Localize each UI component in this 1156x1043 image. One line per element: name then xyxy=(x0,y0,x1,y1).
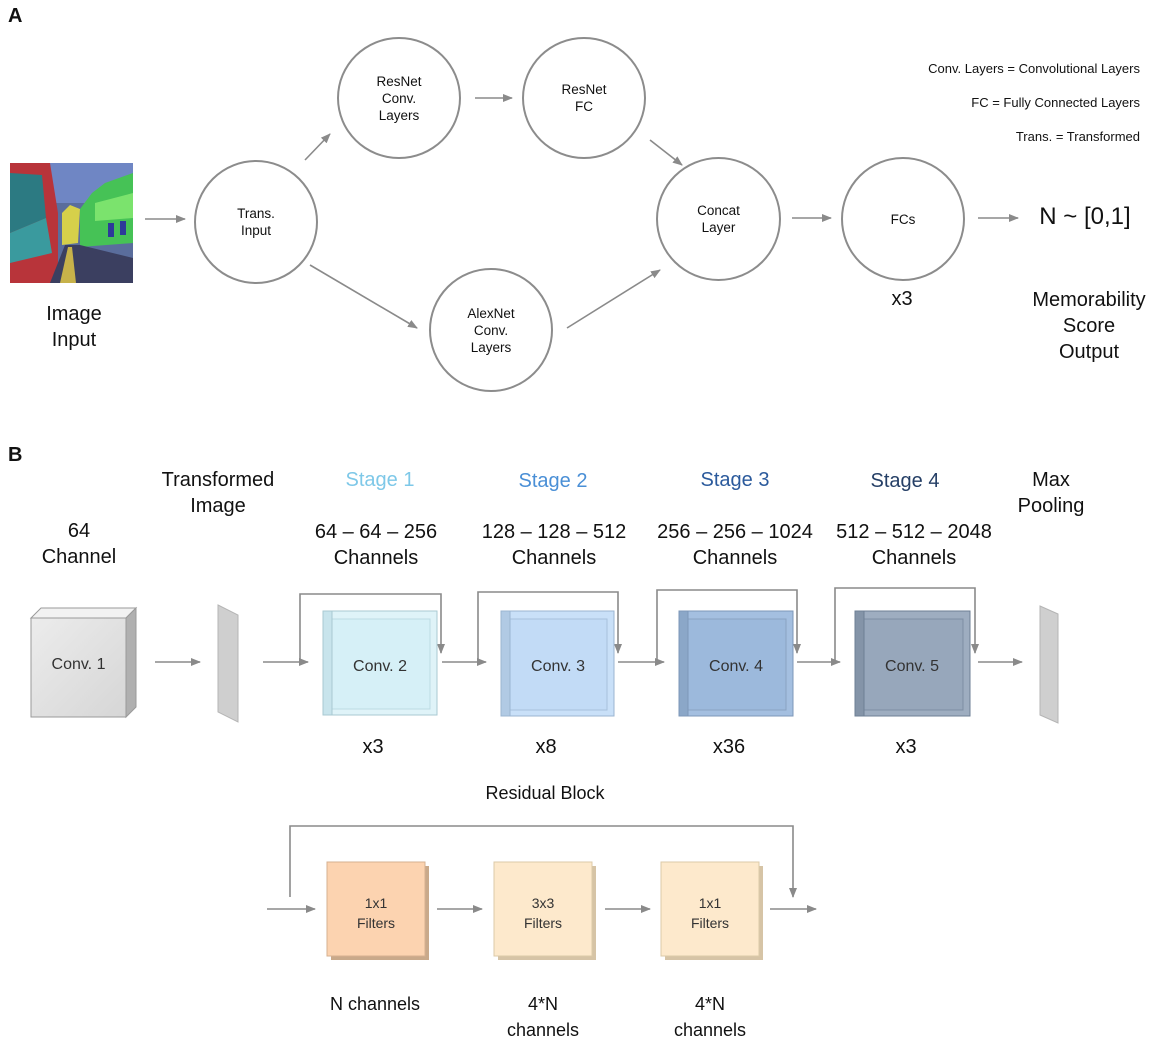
stage-1-title: Stage 1 xyxy=(345,469,415,491)
skip-connection-stage-1 xyxy=(299,593,445,662)
stage-4-channels: 512 – 512 – 2048 Channels xyxy=(836,521,992,569)
node-resnet-conv-layers: ResNet Conv. Layers xyxy=(337,37,461,159)
stage-2-repeat: x8 xyxy=(535,736,557,758)
channel-64-label: 64 Channel xyxy=(41,520,117,568)
filter-block-3 xyxy=(660,861,763,960)
arrow-trans-to-alexnet xyxy=(309,264,418,329)
stage-3-channels: 256 – 256 – 1024 Channels xyxy=(657,521,813,569)
skip-connection-stage-3 xyxy=(656,589,801,662)
arrow-resnet-fc-to-concat xyxy=(649,139,683,166)
stage-4-title: Stage 4 xyxy=(870,470,940,492)
filter-block-2 xyxy=(493,861,596,960)
conv3-block xyxy=(500,610,615,717)
abbreviation-legend: Conv. Layers = Convolutional Layers FC =… xyxy=(780,43,1140,162)
stage-2-channels: 128 – 128 – 512 Channels xyxy=(481,521,627,569)
stage-4-repeat: x3 xyxy=(895,736,917,758)
conv5-label: Conv. 5 xyxy=(885,658,939,675)
conv2-block xyxy=(322,610,438,716)
panel-a-label: A xyxy=(8,5,23,27)
legend-item: FC = Fully Connected Layers xyxy=(971,95,1140,110)
node-concat-layer: Concat Layer xyxy=(656,157,781,281)
stage-2-title: Stage 2 xyxy=(518,470,588,492)
stage-3-title: Stage 3 xyxy=(700,469,770,491)
conv1-block xyxy=(29,606,138,719)
fcs-repeat-label: x3 xyxy=(891,288,913,310)
legend-item: Conv. Layers = Convolutional Layers xyxy=(928,61,1140,76)
max-pooling-label: Max Pooling xyxy=(1017,469,1085,517)
filter-2-label: 3x3 Filters xyxy=(523,895,563,931)
legend-item: Trans. = Transformed xyxy=(1015,129,1140,144)
conv4-label: Conv. 4 xyxy=(709,658,763,675)
filter-1-channels: N channels xyxy=(329,994,421,1014)
filter-3-label: 1x1 Filters xyxy=(690,895,730,931)
arrow-alexnet-to-concat xyxy=(566,269,661,329)
output-value: N ~ [0,1] xyxy=(1039,203,1131,230)
memorability-output-label: Memorability Score Output xyxy=(1032,289,1146,363)
transformed-image-plane xyxy=(217,604,239,723)
skip-connection-stage-2 xyxy=(477,591,622,662)
stage-3-repeat: x36 xyxy=(712,736,746,758)
image-input-photo xyxy=(10,163,133,283)
skip-connection-stage-4 xyxy=(834,587,979,662)
stage-1-channels: 64 – 64 – 256 Channels xyxy=(314,521,438,569)
filter-2-channels: 4*N channels xyxy=(506,994,580,1040)
filter-3-channels: 4*N channels xyxy=(673,994,747,1040)
panel-b-label: B xyxy=(8,444,23,466)
node-trans-input: Trans. Input xyxy=(194,160,318,284)
node-alexnet-conv-layers: AlexNet Conv. Layers xyxy=(429,268,553,392)
transformed-image-label: Transformed Image xyxy=(161,469,275,517)
conv1-label: Conv. 1 xyxy=(51,656,106,673)
residual-block-title: Residual Block xyxy=(485,783,605,803)
node-fcs: FCs xyxy=(841,157,965,281)
node-resnet-fc: ResNet FC xyxy=(522,37,646,159)
conv2-label: Conv. 2 xyxy=(353,658,407,675)
residual-skip-connection xyxy=(289,825,797,898)
filter-1-label: 1x1 Filters xyxy=(356,895,396,931)
conv3-label: Conv. 3 xyxy=(531,658,585,675)
arrow-trans-to-resnet xyxy=(304,133,331,161)
conv4-block xyxy=(678,610,794,717)
conv5-block xyxy=(854,610,971,717)
max-pooling-plane xyxy=(1039,605,1059,724)
filter-block-1 xyxy=(326,861,429,960)
image-input-label: Image Input xyxy=(46,303,102,351)
stage-1-repeat: x3 xyxy=(362,736,384,758)
